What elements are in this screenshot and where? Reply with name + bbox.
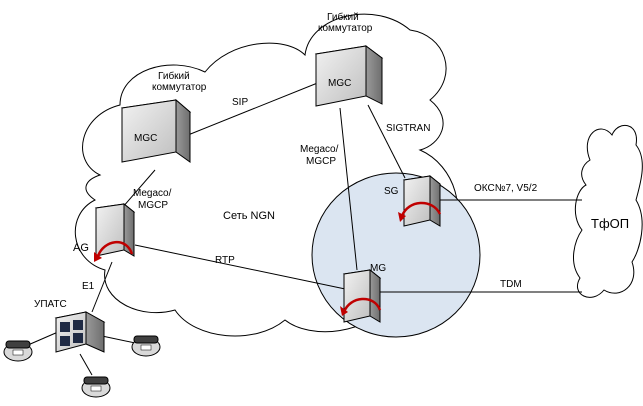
ag-server (94, 202, 136, 262)
label-rtp: RTP (215, 255, 235, 266)
phone-icon-bottom (81, 376, 111, 398)
pstn-cloud (573, 125, 643, 298)
label-e1: E1 (82, 281, 95, 292)
link-sigtran (367, 104, 406, 179)
sg-red-arrow (400, 201, 442, 217)
mgc-top-server: MGC (314, 45, 384, 107)
ag-red-arrow (96, 241, 134, 257)
phone-icon-left (3, 340, 33, 362)
mgc-top-title-line1: Гибкий (327, 11, 359, 23)
mgc-left-label: MGC (134, 133, 157, 144)
mgc-top-label: MGC (328, 78, 351, 89)
mgc-left-title-line1: Гибкий (158, 70, 190, 82)
mgc-left-server: MGC (120, 98, 192, 163)
ag-label: AG (73, 242, 89, 254)
link-megaco-left (121, 169, 156, 209)
link-sip (187, 81, 321, 136)
label-tdm: TDM (500, 279, 522, 290)
mg-server (340, 268, 382, 323)
ngn-cloud-label: Сеть NGN (223, 210, 275, 222)
link-phone-1 (27, 331, 59, 346)
mg-red-arrow (342, 297, 382, 313)
label-megaco-left-2: MGCP (138, 200, 168, 211)
link-megaco-mid (339, 107, 358, 271)
pstn-cloud-label: ТфОП (591, 216, 629, 231)
mg-label: MG (370, 263, 386, 274)
upats-label: УПАТС (34, 299, 67, 310)
label-megaco-mid-1: Megaco/ (300, 144, 339, 155)
sg-label: SG (384, 186, 399, 197)
label-megaco-left-1: Megaco/ (133, 188, 172, 199)
mgc-top-title-line2: коммутатор (318, 23, 373, 34)
link-phone-3 (79, 353, 93, 376)
link-rtp (134, 244, 351, 291)
mgc-left-title-line2: коммутатор (152, 82, 207, 93)
phone-icon-right (131, 335, 161, 357)
gateway-area (311, 172, 481, 338)
label-megaco-mid-2: MGCP (306, 156, 336, 167)
sg-server (398, 174, 442, 227)
label-sigtran: SIGTRAN (386, 123, 430, 134)
label-sip: SIP (232, 97, 248, 108)
upats-pbx (54, 311, 106, 353)
link-e1 (91, 261, 113, 313)
label-oks: ОКС№7, V5/2 (474, 183, 538, 194)
